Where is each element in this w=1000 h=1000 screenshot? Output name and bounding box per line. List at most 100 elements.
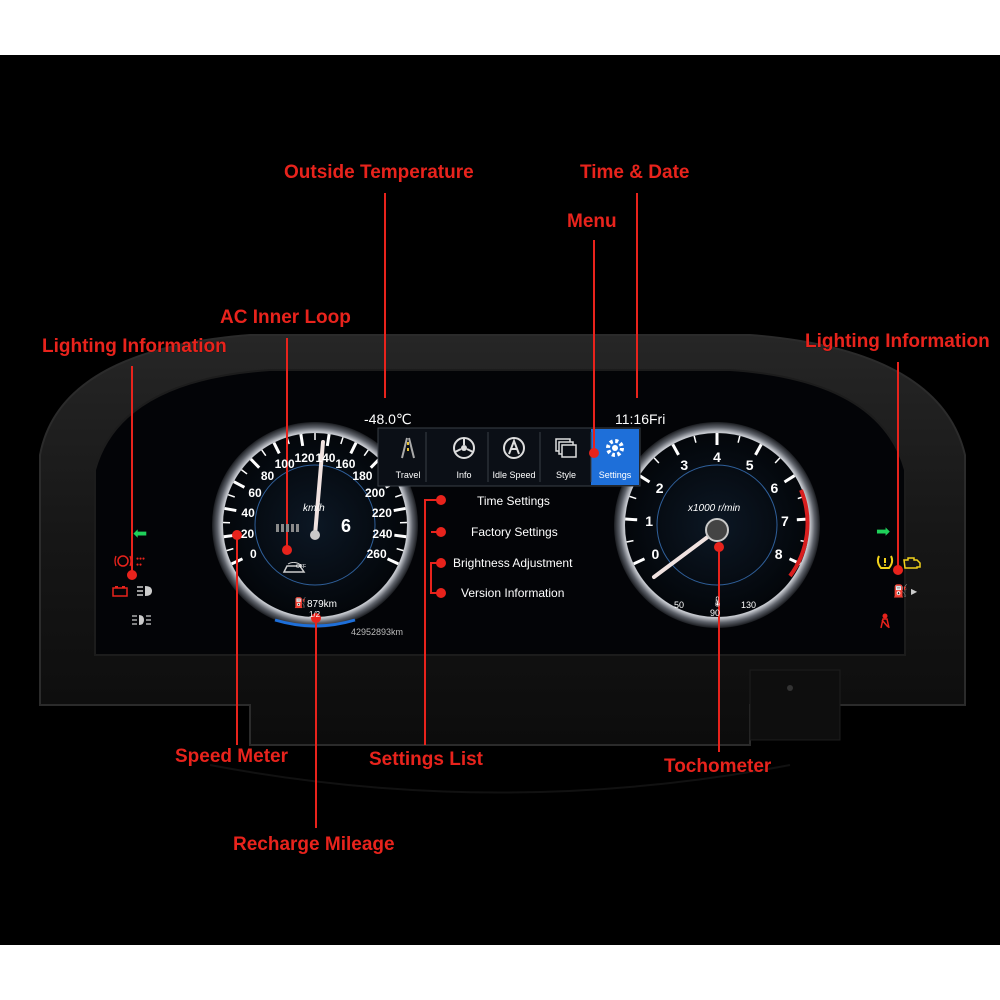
speed-label: 220 [371,505,392,520]
speed-tick [299,433,305,447]
callout-speed-meter: Speed Meter [175,746,288,767]
speed-label: 160 [335,457,356,472]
setting-factory[interactable]: Factory Settings [471,525,558,539]
speed-label: 80 [260,469,275,484]
callout-dot-ac [282,545,292,555]
tach-tick [754,443,763,456]
turn-right-arrow-icon: ➡ [876,522,891,541]
speed-tick [340,437,344,445]
coolant-temp-low: 50 [674,600,685,610]
brake-warning-icon [114,555,132,567]
seatbelt-warning-icon [880,613,890,629]
callout-outside-temperature: Outside Temperature [284,162,474,183]
speed-tick [393,506,406,513]
tach-tick [638,474,651,484]
tab-label: Settings [598,470,632,480]
callout-ac-inner-loop: AC Inner Loop [220,307,351,328]
road-icon [401,437,415,459]
callout-dot-settings-3 [436,558,446,568]
speed-tick [233,480,246,489]
speed-tick [394,533,407,539]
tach-label: 4 [713,449,721,465]
ac-loop-bars [276,524,300,532]
battery-warning-icon [112,586,128,597]
tab-settings[interactable]: Settings [591,430,639,484]
tach-tick [626,539,634,543]
tab-label: Travel [395,470,421,480]
callout-tachometer: Tochometer [664,756,772,777]
tach-unit: x1000 r/min [688,503,741,514]
fuel-level-icon: ⛽ [893,584,908,598]
callout-menu: Menu [567,211,617,232]
turn-left-arrow-icon: ⬅ [133,524,148,543]
headlight-icon [137,586,152,596]
setting-brightness[interactable]: Brightness Adjustment [453,556,573,570]
callout-dot-tach [714,542,724,552]
layers-icon [555,438,577,458]
speed-label: 180 [352,469,373,484]
fuel-half-mark: 1/2 [309,610,321,619]
tach-tick [653,457,660,464]
speed-label: 240 [372,526,393,541]
speed-label: 100 [274,457,295,472]
speed-tick [241,469,248,475]
setting-time[interactable]: Time Settings [477,494,550,508]
callout-time-date: Time & Date [580,162,690,183]
clock-readout: 11:16Fri [615,411,666,427]
speed-label: 260 [366,546,387,561]
tach-tick [671,443,680,456]
thermometer-icon: 🌡 [711,597,724,608]
tab-label: Style [555,470,576,480]
speed-tick [396,547,404,552]
callout-dot-lighting-left [127,570,137,580]
callout-dot-settings-2 [436,527,446,537]
speed-label: 120 [294,450,315,465]
speed-tick [261,449,267,457]
speed-tick [363,449,369,457]
setting-version[interactable]: Version Information [461,586,565,600]
speed-tick [249,458,261,469]
fuel-door-arrow-icon: ▶ [911,587,918,596]
tach-label: 6 [770,480,779,497]
speed-tick [349,442,358,455]
tach-label: 0 [651,545,660,562]
odometer-readout: 42952893km [351,627,404,637]
wheel-icon [453,437,475,459]
tab-style[interactable]: Style [542,430,590,484]
tab-label: Info [456,470,472,480]
fuel-pump-icon: ⛽ [294,598,307,609]
coolant-temp-high: 130 [741,600,757,610]
tach-label: 8 [774,545,783,562]
speed-tick [224,506,237,513]
callout-dot-recharge [311,613,321,623]
gear-icon [606,439,624,457]
callout-recharge-mileage: Recharge Mileage [233,834,395,855]
speed-tick [226,547,234,552]
speed-label: 0 [250,546,257,561]
tab-info[interactable]: Info [440,430,488,484]
tach-label: 7 [780,512,789,529]
speed-label: 20 [240,526,255,541]
tab-travel[interactable]: Travel [384,430,432,484]
recharge-mileage-readout: 879km [307,599,338,610]
callout-dot-speed [232,530,242,540]
speed-tick [386,557,400,566]
speed-tick [272,442,281,455]
tach-label: 3 [680,457,689,474]
tach-tick [737,435,741,443]
speed-label: 140 [315,450,336,465]
speed-label: 200 [364,485,385,500]
tach-tick [693,435,697,443]
tach-tick [625,517,638,522]
callout-dot-lighting-right [893,565,903,575]
tach-label: 1 [645,512,654,529]
tab-idle-speed[interactable]: Idle Speed [490,430,538,484]
gear-indicator: 6 [341,516,352,536]
tach-tick [629,495,637,500]
tach-label: 5 [745,457,754,474]
check-engine-icon [903,557,921,569]
coolant-temp-mid: 90 [710,608,721,618]
esp-off-warning-icon: ●●●●● [136,556,146,568]
fog-light-icon [132,615,151,625]
